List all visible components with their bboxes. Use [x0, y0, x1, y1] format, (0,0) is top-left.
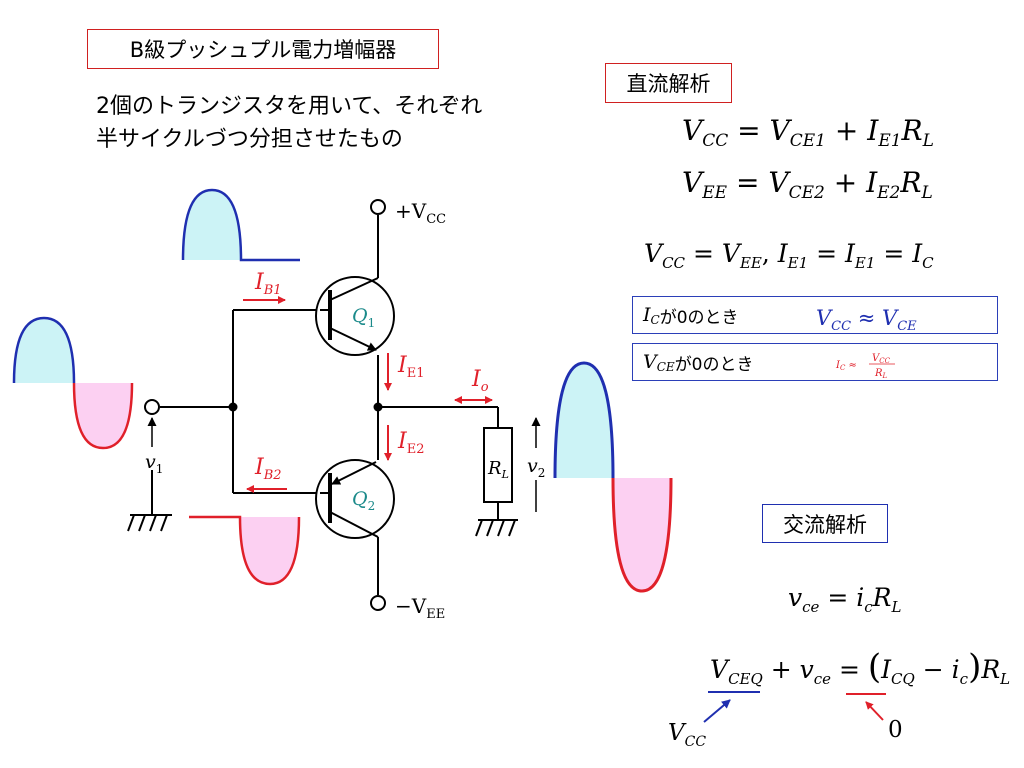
- svg-text:VCC: VCC: [872, 353, 891, 365]
- ground-output: [475, 519, 518, 537]
- equation-ic-approx: IC ≈ VCC RL: [835, 353, 895, 380]
- condition-vce-text: が0のとき: [674, 354, 754, 375]
- title-box: B級プッシュプル電力増幅器: [87, 29, 439, 69]
- label-ie1: IE1: [397, 353, 424, 381]
- dc-analysis-heading: 直流解析: [626, 72, 711, 96]
- label-supply-pos: +VCC: [395, 199, 446, 227]
- transistor-q2: [315, 459, 395, 539]
- terminal-vcc: [370, 199, 386, 215]
- equation-vce-ac: vce = icRL: [788, 583, 901, 616]
- svg-text:IC ≈: IC ≈: [835, 360, 857, 372]
- condition-vce-symbol: V: [643, 351, 657, 373]
- arrow-icq-to-zero: [865, 701, 884, 721]
- page-title: B級プッシュプル電力増幅器: [129, 38, 397, 62]
- label-q2: Q2: [352, 488, 375, 513]
- ground-input: [127, 514, 172, 532]
- annotation-vcc: VCC: [668, 720, 706, 750]
- waveform-positive-half-q1: [181, 188, 300, 262]
- current-arrows: [243, 296, 493, 493]
- condition-ic-symbol: I: [643, 304, 651, 326]
- dc-analysis-heading-box: 直流解析: [605, 63, 732, 103]
- label-q1: Q1: [352, 305, 375, 330]
- description: 2個のトランジスタを用いて、それぞれ 半サイクルづつ分担させたもの: [96, 90, 482, 156]
- annotation-zero: 0: [888, 717, 903, 743]
- circuit-wires: [151, 215, 499, 595]
- label-ib1: IB1: [254, 270, 282, 298]
- voltage-arrows: [147, 417, 541, 512]
- junction-output: [373, 402, 383, 412]
- label-ib2: IB2: [254, 455, 282, 483]
- label-ie2: IE2: [397, 429, 424, 457]
- condition-vce-subscript: CE: [656, 360, 675, 374]
- condition-ic-text: が0のとき: [659, 307, 739, 328]
- svg-text:RL: RL: [874, 368, 888, 380]
- waveform-negative-half-q2: [189, 515, 301, 586]
- equation-ac-full: VCEQ + vce = (ICQ − ic)RL: [710, 647, 1010, 688]
- label-rl: RL: [487, 458, 509, 481]
- description-line-2: 半サイクルづつ分担させたもの: [96, 127, 403, 152]
- condition-ic-subscript: C: [650, 313, 660, 327]
- terminal-input: [144, 399, 160, 415]
- label-supply-neg: −VEE: [395, 594, 445, 622]
- equation-vee: VEE = VCE2 + IE2RL: [682, 166, 933, 203]
- label-v2: v2: [527, 455, 545, 480]
- junction-input: [228, 402, 238, 412]
- label-v1: v1: [145, 451, 163, 476]
- equation-vcc: VCC = VCE1 + IE1RL: [682, 114, 934, 151]
- waveform-input-sine: [12, 316, 134, 450]
- ac-analysis-heading: 交流解析: [783, 512, 867, 537]
- equation-vcc-approx-vce: VCC ≈ VCE: [816, 306, 917, 334]
- transistor-q1: [315, 276, 395, 356]
- description-line-1: 2個のトランジスタを用いて、それぞれ: [96, 94, 483, 119]
- ac-analysis-heading-box: 交流解析: [762, 504, 888, 543]
- terminal-vee: [370, 595, 386, 611]
- label-io: Io: [471, 367, 489, 395]
- load-resistor: [483, 427, 513, 503]
- equation-symmetry: VCC = VEE, IE1 = IE1 = IC: [644, 239, 934, 272]
- arrow-vceq-to-vcc: [703, 699, 731, 723]
- waveform-output-sine: [553, 361, 673, 593]
